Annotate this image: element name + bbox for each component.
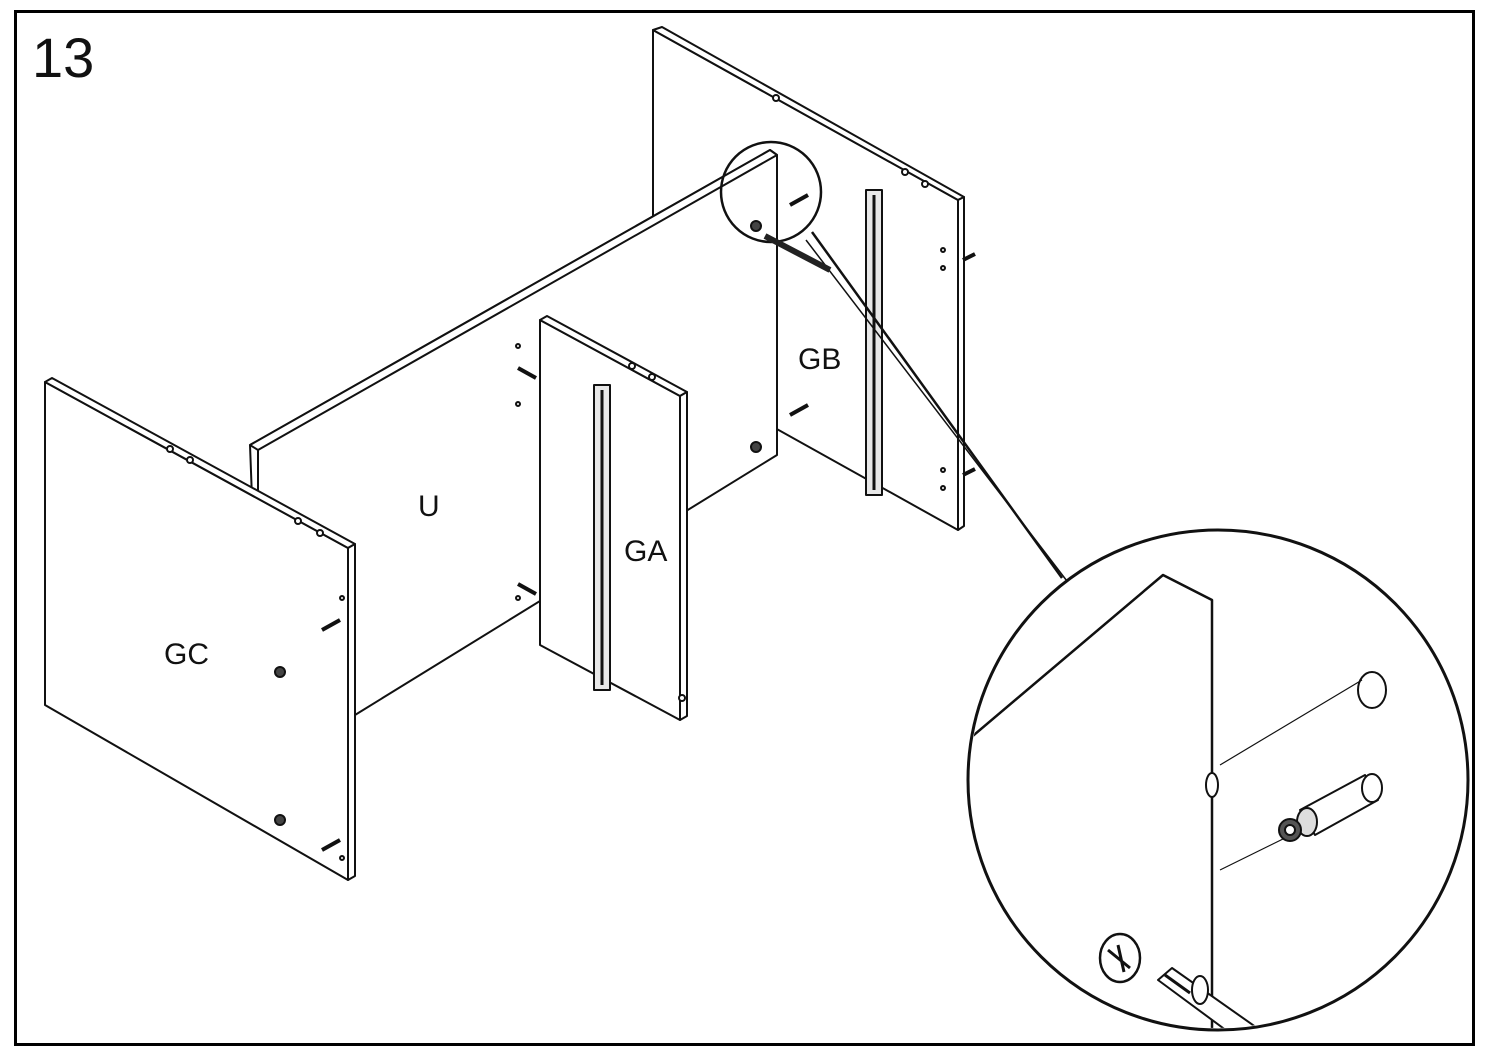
- cam-hole: [750, 441, 762, 453]
- panel-ga: [539, 315, 688, 721]
- edge-hole: [772, 94, 780, 102]
- dowel: [789, 403, 809, 417]
- detail-callout: [719, 140, 1071, 586]
- step-number: 13: [32, 26, 95, 89]
- dowel: [962, 467, 976, 477]
- panel-gc: [44, 377, 356, 881]
- dowel: [517, 582, 537, 596]
- screwdriver-icon: [1157, 967, 1261, 1028]
- cam-hole: [274, 814, 286, 826]
- cam-hole: [750, 220, 762, 232]
- cam-bolt-icon: [1278, 773, 1383, 842]
- cam-lock-icon: [1098, 932, 1142, 984]
- dowel: [321, 618, 341, 632]
- edge-hole: [901, 168, 909, 176]
- target-hole: [1357, 671, 1387, 709]
- edge-hole: [921, 180, 929, 188]
- part-label-ga: GA: [624, 535, 668, 568]
- dowel: [321, 838, 341, 852]
- part-label-u: U: [418, 490, 440, 523]
- panel-gb: [652, 26, 976, 531]
- diagram-frame: [14, 10, 1475, 1046]
- dowel: [789, 193, 809, 207]
- screwdriver-icon: [763, 233, 832, 273]
- zoom-detail: [966, 528, 1470, 1032]
- dowel: [962, 252, 976, 262]
- part-label-gb: GB: [798, 343, 842, 376]
- part-label-gc: GC: [164, 638, 209, 671]
- cam-hole: [274, 666, 286, 678]
- dowel: [517, 366, 537, 380]
